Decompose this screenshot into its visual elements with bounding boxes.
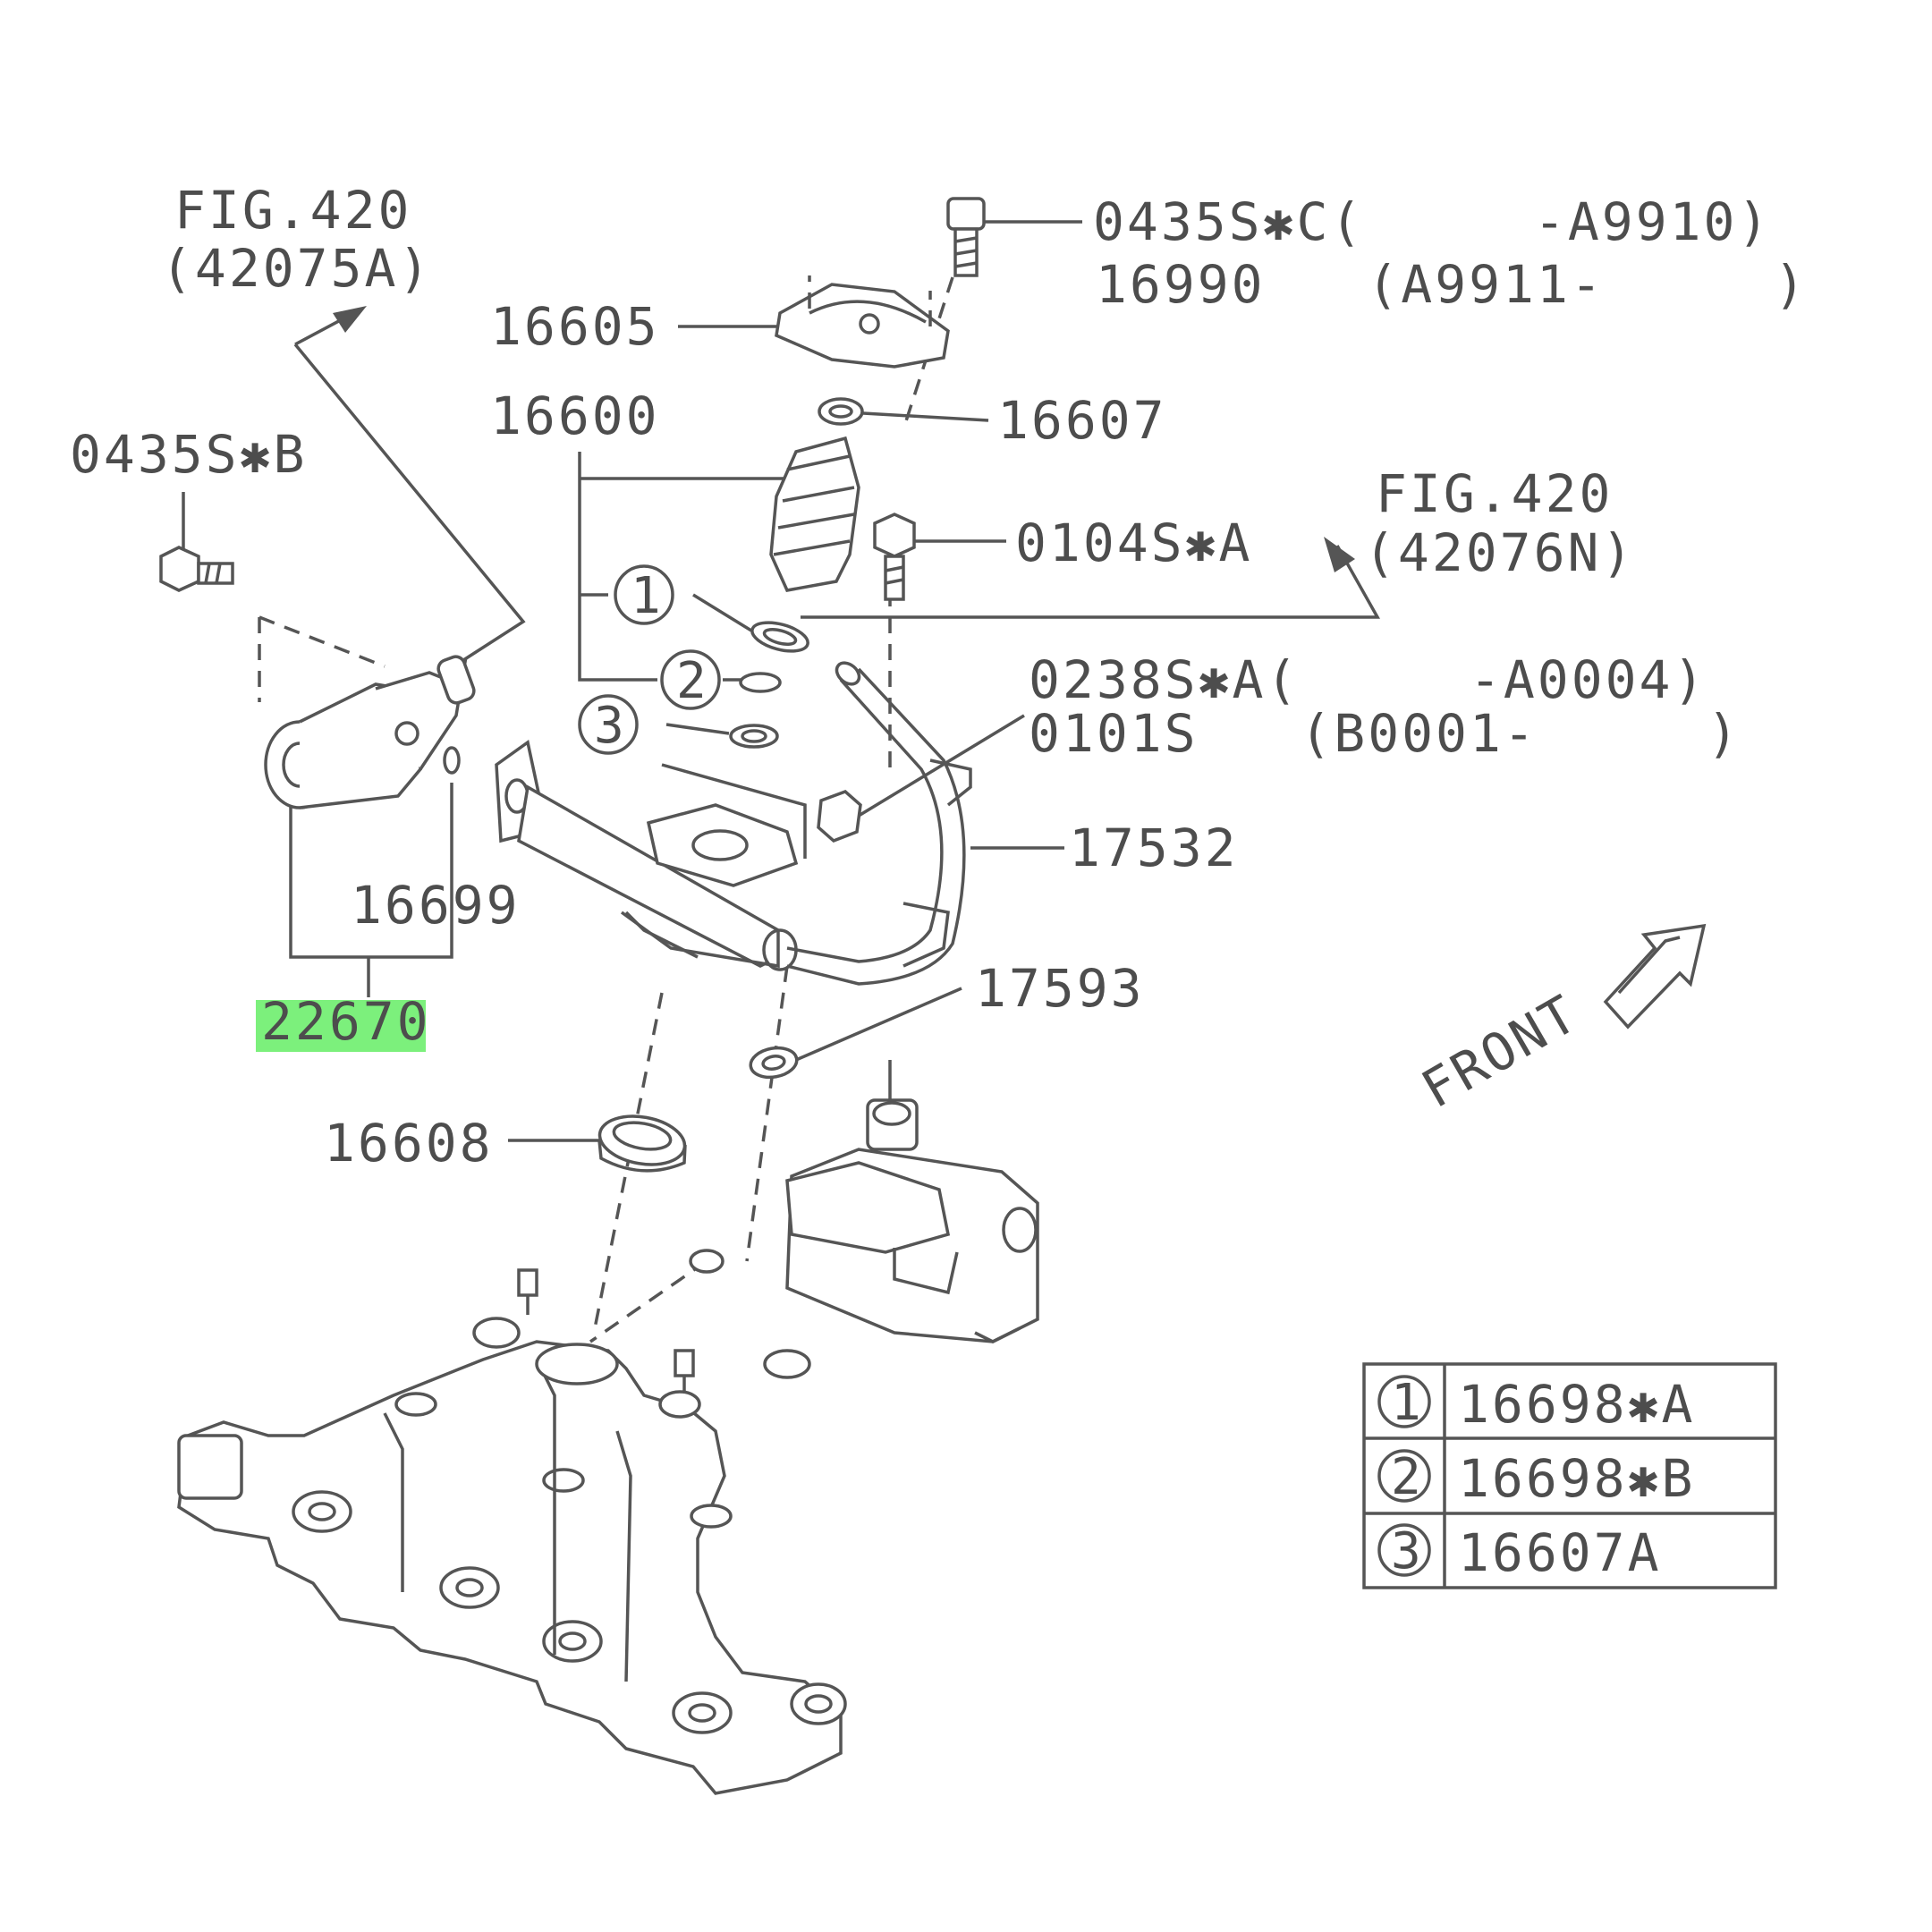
callouts: 1 2 3 [578, 564, 721, 755]
label-front: FRONT [1411, 982, 1589, 1120]
part-labels: FIG.420 (42075A) 0435S✱B 0435S✱C( -A9910… [70, 180, 1808, 1174]
ring-16607-icon [818, 397, 864, 426]
label-16699: 16699 [351, 875, 521, 936]
bolt-0104sa-icon [873, 513, 916, 601]
callout-2: 2 [676, 652, 709, 710]
legend-num-1: 1 [1391, 1374, 1424, 1432]
label-16990: 16990 (A9911- ) [1096, 254, 1808, 315]
cover-plate-16605-icon [775, 275, 950, 369]
label-fig420-a: FIG.420 [174, 180, 411, 241]
label-fig420-a-ref: (42075A) [161, 238, 432, 299]
legend-part-2: 16698✱B [1458, 1448, 1695, 1509]
callout-3: 3 [594, 697, 627, 755]
front-arrow-icon [1603, 923, 1707, 1030]
label-0435sc: 0435S✱C( -A9910) [1093, 191, 1771, 252]
callout-1: 1 [631, 567, 664, 625]
legend-table: 1 2 3 16698✱A 16698✱B 16607A [1362, 1362, 1777, 1589]
pressure-regulator-22670-icon [264, 655, 476, 809]
label-17593: 17593 [975, 958, 1145, 1019]
leader-lines [182, 220, 1380, 1142]
o-rings-icon [729, 621, 809, 749]
legend-num-2: 2 [1391, 1448, 1424, 1506]
label-0104sa: 0104S✱A [1015, 513, 1252, 573]
label-0238sa: 0238S✱A( -A0004) [1029, 649, 1707, 710]
label-0101s: 0101S (B0001- ) [1029, 703, 1741, 764]
fuel-pipe-17532-icon [786, 661, 972, 986]
injector-16600-icon [769, 436, 860, 592]
label-0435sb: 0435S✱B [70, 424, 307, 485]
label-22670: 22670 [261, 991, 431, 1052]
highlight-22670 [256, 1000, 426, 1052]
legend-part-1: 16698✱A [1458, 1374, 1695, 1435]
label-16607: 16607 [997, 390, 1167, 451]
legend-num-3: 3 [1391, 1522, 1424, 1580]
label-16605: 16605 [490, 296, 660, 357]
gasket-17593-icon [749, 1046, 799, 1080]
bolt-0435sb-icon [159, 546, 234, 592]
bolt-0435sc-icon [946, 197, 986, 277]
label-16600: 16600 [490, 386, 660, 446]
intake-manifold-icon [177, 1060, 1039, 1795]
label-fig420-b-ref: (42076N) [1364, 522, 1635, 583]
label-16608: 16608 [324, 1113, 494, 1174]
label-fig420-b: FIG.420 [1376, 463, 1613, 524]
fuel-rail-icon [495, 740, 807, 971]
seal-ring-16608-icon [597, 1114, 687, 1173]
label-17532: 17532 [1069, 818, 1239, 878]
legend-part-3: 16607A [1458, 1522, 1662, 1583]
